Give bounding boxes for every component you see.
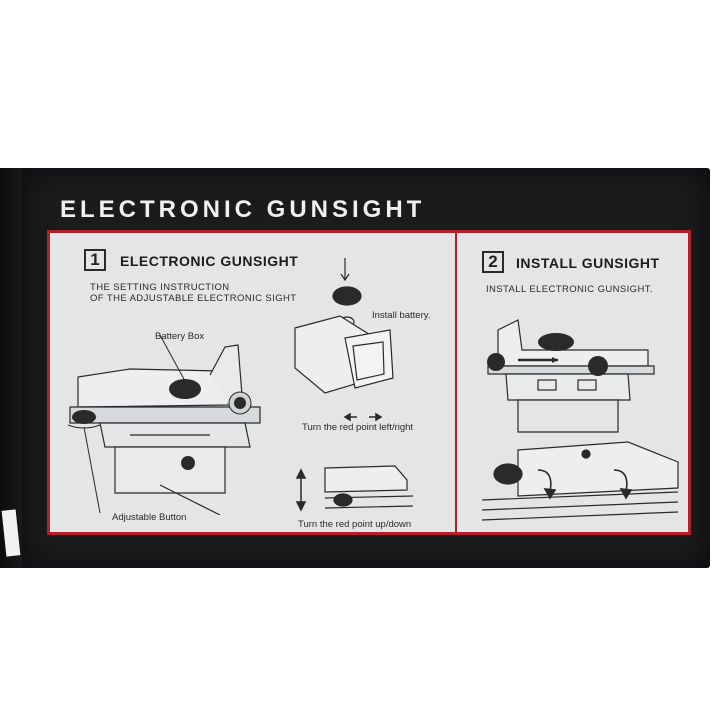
- elevation-adjust-diagram: [295, 465, 414, 512]
- mount-screw-icon: [181, 456, 195, 470]
- left-right-label: Turn the red point left/right: [302, 422, 414, 433]
- section1-subtitle-line2: OF THE ADJUSTABLE ELECTRONIC SIGHT: [90, 293, 297, 304]
- step-number-2: 2: [482, 251, 504, 273]
- section2-title: INSTALL GUNSIGHT: [516, 255, 660, 271]
- section1-subtitle-line1: THE SETTING INSTRUCTION: [90, 282, 230, 293]
- adjustment-knob-icon: [228, 391, 252, 415]
- box-title: ELECTRONIC GUNSIGHT: [60, 196, 426, 223]
- section2-subtitle: INSTALL ELECTRONIC GUNSIGHT.: [486, 284, 653, 295]
- battery-box-icon: [169, 379, 201, 399]
- mount-battery-cap-icon: [538, 333, 574, 351]
- battery-install-diagram: [294, 258, 394, 394]
- rail-clamp-diagram: [481, 441, 679, 521]
- gunsight-side-view: [67, 335, 261, 515]
- up-down-label: Turn the red point up/down: [298, 519, 412, 530]
- gunsight-mount-diagram: [487, 319, 655, 433]
- install-battery-label: Install battery.: [372, 310, 431, 321]
- battery-box-label: Battery Box: [155, 331, 205, 342]
- section1-title: ELECTRONIC GUNSIGHT: [120, 253, 299, 269]
- left-right-arrows-icon: [343, 412, 383, 422]
- step-number-1: 1: [84, 249, 106, 271]
- adjustable-button-label: Adjustable Button: [112, 512, 187, 523]
